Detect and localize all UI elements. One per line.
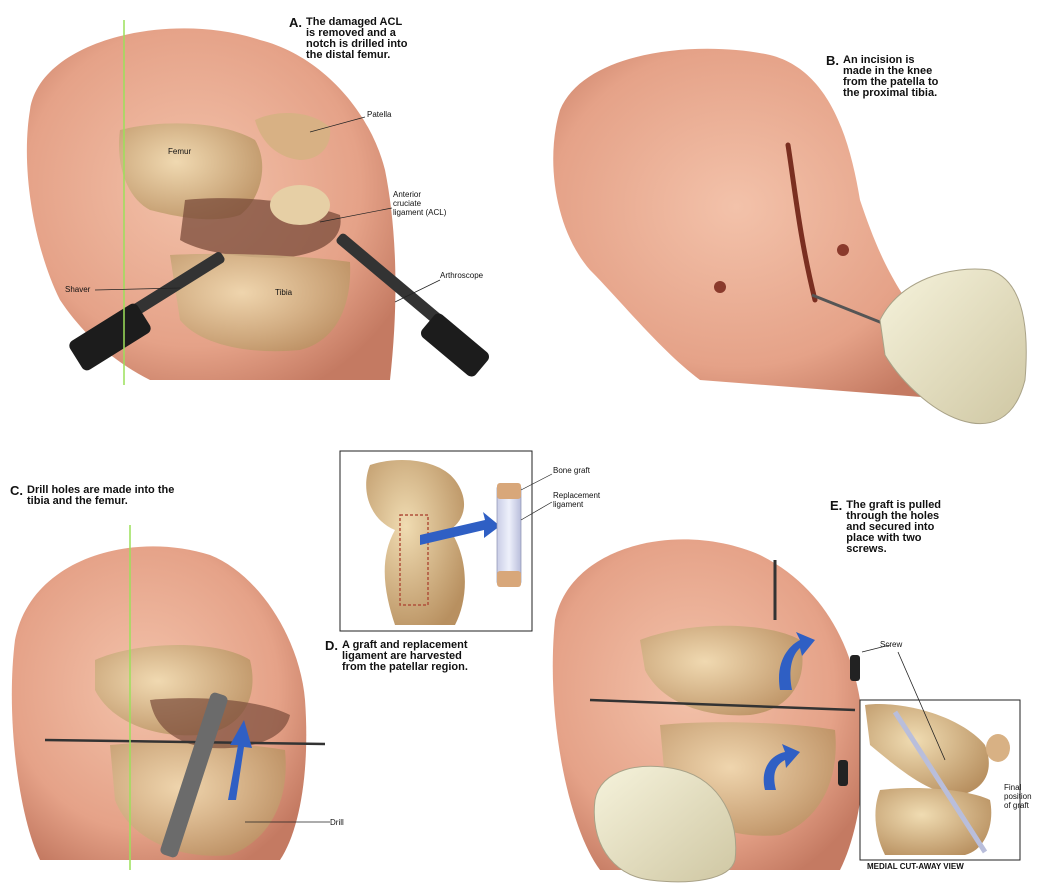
panel-b-gloved-hand	[880, 269, 1026, 424]
panel-d-replacement-ligament	[497, 485, 521, 585]
label-shaver: Shaver	[65, 285, 90, 294]
label-final-line-2: position	[1004, 792, 1032, 801]
panel-b-caption: B. An incision is made in the knee from …	[826, 55, 938, 99]
label-replacement-line-1: Replacement	[553, 491, 600, 500]
panel-a-femoral-condyle	[270, 185, 330, 225]
label-drill: Drill	[330, 818, 344, 827]
panel-d-caption-line-3: from the patellar region.	[342, 662, 468, 673]
panel-b-letter: B.	[826, 55, 839, 99]
panel-e-letter: E.	[830, 500, 842, 555]
panel-e-screw-top	[850, 655, 860, 681]
label-bone-graft: Bone graft	[553, 466, 590, 475]
label-medial-cutaway: MEDIAL CUT-AWAY VIEW	[867, 862, 964, 871]
label-tibia: Tibia	[275, 288, 292, 297]
label-final-line-1: Final	[1004, 783, 1032, 792]
panel-c-caption-line-2: tibia and the femur.	[27, 496, 174, 507]
panel-d-illustration	[340, 451, 552, 631]
panel-b-caption-line-4: the proximal tibia.	[843, 88, 938, 99]
label-acl-line-1: Anterior	[393, 190, 446, 199]
label-screw: Screw	[880, 640, 902, 649]
panel-a-arthroscope-handle	[419, 311, 492, 379]
panel-b-illustration	[553, 49, 1026, 424]
panel-b-portal-2	[837, 244, 849, 256]
label-acl-line-3: ligament (ACL)	[393, 208, 446, 217]
panel-b-portal-1	[714, 281, 726, 293]
panel-e-caption-line-5: screws.	[846, 544, 941, 555]
panel-a-caption-line-4: the distal femur.	[306, 50, 407, 61]
label-final-position: Final position of graft	[1004, 783, 1032, 810]
panel-e-caption: E. The graft is pulled through the holes…	[830, 500, 941, 555]
panel-c-caption: C. Drill holes are made into the tibia a…	[10, 485, 174, 507]
panel-c-letter: C.	[10, 485, 23, 507]
panel-d-bone-graft-bottom	[497, 571, 521, 587]
label-replacement-ligament: Replacement ligament	[553, 491, 600, 509]
label-patella: Patella	[367, 110, 391, 119]
panel-e-illustration	[553, 539, 1020, 881]
panel-e-cutaway-patella	[986, 734, 1010, 762]
panel-d-caption: D. A graft and replacement ligament are …	[325, 640, 468, 673]
panel-d-bone-graft-top	[497, 483, 521, 499]
panel-e-screw-bottom	[838, 760, 848, 786]
panel-e-cutaway-tibia	[875, 788, 991, 855]
label-replacement-line-2: ligament	[553, 500, 600, 509]
panel-a-letter: A.	[289, 17, 302, 61]
label-acl-line-2: cruciate	[393, 199, 446, 208]
label-femur: Femur	[168, 147, 191, 156]
label-acl: Anterior cruciate ligament (ACL)	[393, 190, 446, 217]
label-final-line-3: of graft	[1004, 801, 1032, 810]
panel-c-illustration	[12, 525, 330, 870]
panel-a-caption: A. The damaged ACL is removed and a notc…	[289, 17, 407, 61]
label-arthroscope: Arthroscope	[440, 271, 483, 280]
panel-d-letter: D.	[325, 640, 338, 673]
